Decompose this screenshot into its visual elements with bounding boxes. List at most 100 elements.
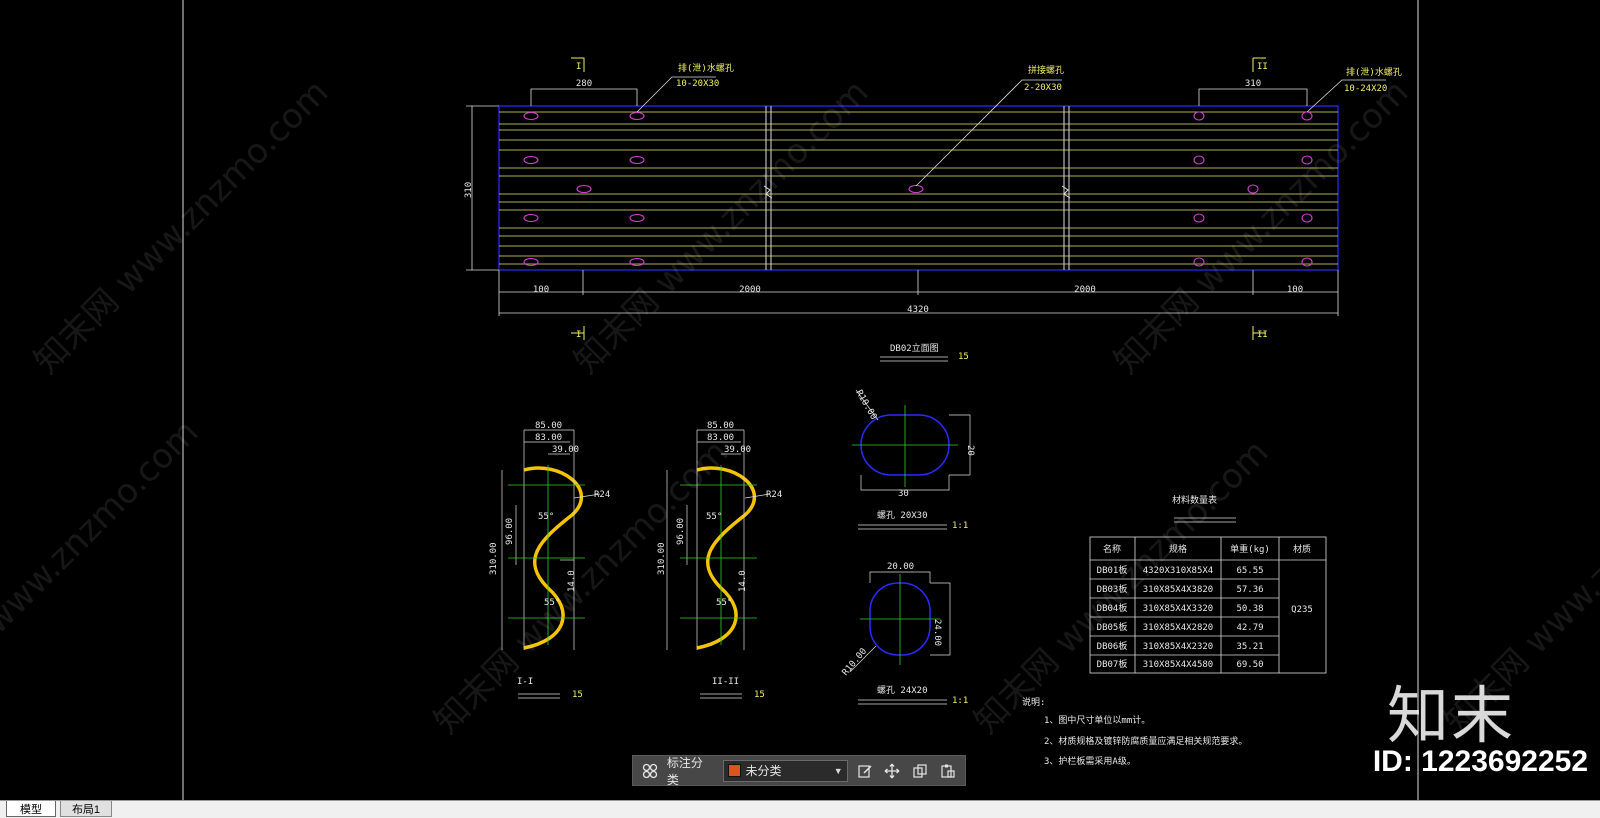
cad-drawing: 280 310 310 100 2000 2000 100 4320 I II … (182, 0, 1419, 800)
callout-left-spec: 10-20X30 (676, 79, 719, 89)
hole-b-width: 20.00 (887, 562, 914, 572)
td-name: DB05板 (1097, 621, 1128, 633)
td-name: DB03板 (1097, 583, 1128, 595)
s2-angle-1: 55° (706, 512, 722, 522)
s2-height: 310.00 (657, 542, 667, 575)
hole-b-height: 24.00 (932, 619, 942, 646)
td-weight: 69.50 (1236, 660, 1263, 670)
dim-bottom-3: 2000 (1074, 285, 1096, 295)
s2-dim-top3: 39.00 (724, 445, 751, 455)
note-item: 2、材质规格及镀锌防腐质量应满足相关规范要求。 (1044, 735, 1247, 747)
td-weight: 42.79 (1236, 623, 1263, 633)
hole-a-height: 20 (965, 445, 975, 456)
s2-dim-top2: 83.00 (707, 433, 734, 443)
td-spec: 310X85X4X2320 (1143, 642, 1213, 652)
section-2-scale: 15 (754, 690, 765, 700)
dim-total: 4320 (907, 305, 929, 315)
td-material: Q235 (1291, 605, 1313, 615)
elevation-title: DB02立面图 (890, 342, 939, 354)
dim-top-right: 310 (1245, 79, 1261, 89)
section-2-title: II-II (712, 677, 739, 687)
section-1-scale: 15 (572, 690, 583, 700)
tab-model[interactable]: 模型 (6, 801, 56, 817)
dim-height: 310 (464, 182, 474, 198)
s1-pitch: 96.00 (505, 518, 515, 545)
dim-bottom-4: 100 (1287, 285, 1303, 295)
s2-dim-top1: 85.00 (707, 421, 734, 431)
layout-tab-bar: 模型 布局1 (0, 800, 1600, 818)
s1-angle-2: 55° (544, 598, 560, 608)
material-table: 材料数量表 名称 规格 单重(kg) 材质 DB01板 4320X310X85X… (1089, 494, 1327, 674)
edit-icon[interactable] (854, 760, 876, 782)
td-spec: 4320X310X85X4 (1143, 566, 1213, 576)
rail-elevation: 280 310 310 100 2000 2000 100 4320 I II … (464, 57, 1402, 340)
category-dropdown[interactable]: 未分类 ▼ (722, 759, 848, 782)
s1-angle-1: 55° (538, 512, 554, 522)
td-spec: 310X85X4X4580 (1143, 660, 1213, 670)
brand-logo: 知末 (1386, 679, 1515, 752)
hole-b-radius: R10.00 (841, 647, 870, 678)
callout-left-label: 排(泄)水螺孔 (678, 62, 734, 74)
note-item: 3、护栏板需采用A级。 (1044, 755, 1136, 767)
category-value: 未分类 (745, 764, 782, 778)
th-material: 材质 (1293, 543, 1311, 555)
note-item: 1、图中尺寸单位以mm计。 (1044, 714, 1150, 726)
hole-a-scale: 1:1 (952, 521, 968, 531)
s1-offset: 14.0 (567, 570, 577, 592)
hole-a-width: 30 (898, 489, 909, 499)
hole-detail-20x30: R10.00 30 20 螺孔 20X30 1:1 (852, 389, 975, 531)
hole-a-radius: R10.00 (853, 389, 878, 422)
chevron-down-icon: ▼ (833, 765, 843, 776)
callout-right-spec: 10-24X20 (1344, 84, 1387, 94)
hole-detail-24x20: 20.00 24.00 R10.00 螺孔 24X20 1:1 (841, 562, 969, 706)
section-mark-top-right: II (1257, 62, 1268, 72)
td-weight: 57.36 (1236, 585, 1263, 595)
dim-bottom-1: 100 (533, 285, 549, 295)
section-2-2: 85.00 83.00 39.00 R24 310.00 96.00 14.0 … (657, 421, 782, 700)
id-label: ID: 1223692252 (1372, 745, 1588, 778)
section-1-title: I-I (517, 677, 533, 687)
td-weight: 35.21 (1236, 642, 1263, 652)
callout-right-label: 排(泄)水螺孔 (1346, 66, 1402, 78)
section-mark-bottom-left: I (576, 330, 581, 340)
section-1-1: 85.00 83.00 39.00 R24 310.00 96.00 14.0 … (489, 421, 610, 700)
table-title: 材料数量表 (1172, 494, 1217, 506)
grid-icon[interactable] (639, 760, 661, 782)
paste-icon[interactable] (937, 760, 959, 782)
td-name: DB01板 (1097, 564, 1128, 576)
td-spec: 310X85X4X2820 (1143, 623, 1213, 633)
td-name: DB04板 (1097, 602, 1128, 614)
s2-pitch: 96.00 (676, 518, 686, 545)
toolbar-label: 标注分类 (666, 755, 703, 787)
elevation-scale: 15 (958, 352, 969, 362)
color-swatch (727, 764, 741, 777)
tab-layout1[interactable]: 布局1 (60, 801, 112, 817)
td-name: DB06板 (1097, 640, 1128, 652)
move-icon[interactable] (881, 760, 903, 782)
s1-dim-top3: 39.00 (552, 445, 579, 455)
th-name: 名称 (1103, 543, 1121, 555)
s1-radius: R24 (594, 490, 610, 500)
copy-icon[interactable] (909, 760, 931, 782)
td-weight: 65.55 (1236, 566, 1263, 576)
s1-dim-top1: 85.00 (535, 421, 562, 431)
hole-a-title: 螺孔 20X30 (877, 510, 928, 521)
annotation-toolbar: 标注分类 未分类 ▼ (632, 755, 966, 787)
th-weight: 单重(kg) (1230, 543, 1270, 555)
th-spec: 规格 (1169, 543, 1187, 555)
s2-radius: R24 (766, 490, 782, 500)
notes: 说明: 1、图中尺寸单位以mm计。 2、材质规格及镀锌防腐质量应满足相关规范要求… (1022, 696, 1247, 767)
cad-model-space[interactable]: 280 310 310 100 2000 2000 100 4320 I II … (0, 0, 1600, 800)
section-mark-top-left: I (576, 62, 581, 72)
td-spec: 310X85X4X3820 (1143, 585, 1213, 595)
section-mark-bottom-right: II (1257, 330, 1268, 340)
notes-title: 说明: (1022, 696, 1045, 708)
hole-b-title: 螺孔 24X20 (877, 685, 928, 696)
dim-bottom-2: 2000 (739, 285, 761, 295)
s2-offset: 14.0 (738, 570, 748, 592)
s2-angle-2: 55° (716, 598, 732, 608)
callout-mid-spec: 2-20X30 (1024, 83, 1062, 93)
s1-height: 310.00 (489, 542, 499, 575)
hole-b-scale: 1:1 (952, 696, 968, 706)
callout-mid-label: 拼接螺孔 (1028, 64, 1064, 76)
